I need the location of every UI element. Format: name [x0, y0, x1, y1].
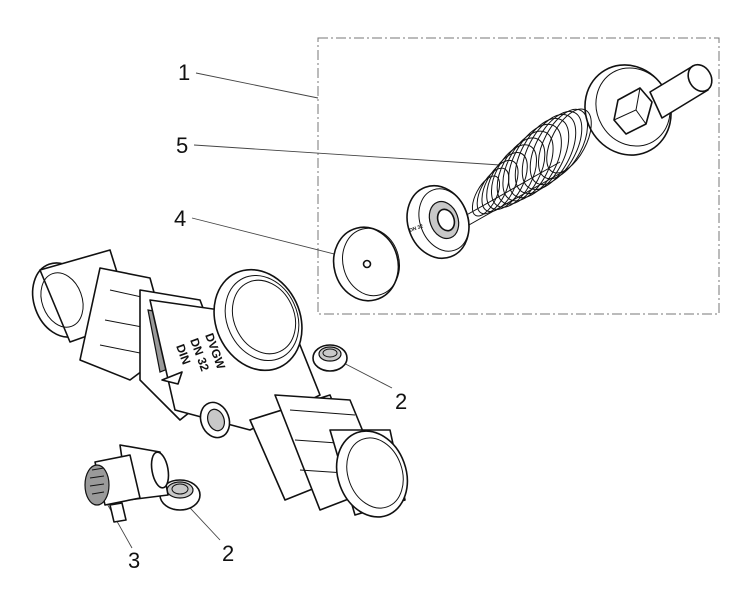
spring-and-valve-disc: DN 32 — [406, 108, 592, 260]
insert-assembly-boundary — [317, 37, 720, 315]
plug-upper — [312, 344, 348, 372]
callout-2-upper: 2 — [395, 389, 407, 414]
plug-lower — [159, 479, 201, 511]
leader-line-4 — [191, 217, 351, 259]
callout-1: 1 — [178, 60, 190, 85]
leader-line-5 — [193, 144, 501, 166]
callout-5: 5 — [176, 133, 188, 158]
leader-line-3 — [104, 499, 133, 549]
bonnet-spindle — [584, 63, 713, 156]
body-stamp-line3: DIN — [173, 342, 193, 366]
callout-4: 4 — [174, 206, 186, 231]
drain-valve — [84, 444, 170, 523]
seal-washer — [332, 226, 400, 302]
disc-mark: DN 32 — [409, 223, 425, 234]
valve-body: DVGW DN 32 DIN — [31, 249, 409, 518]
callout-2-lower: 2 — [222, 541, 234, 566]
leader-line-1 — [195, 72, 319, 99]
callout-3: 3 — [128, 548, 140, 573]
